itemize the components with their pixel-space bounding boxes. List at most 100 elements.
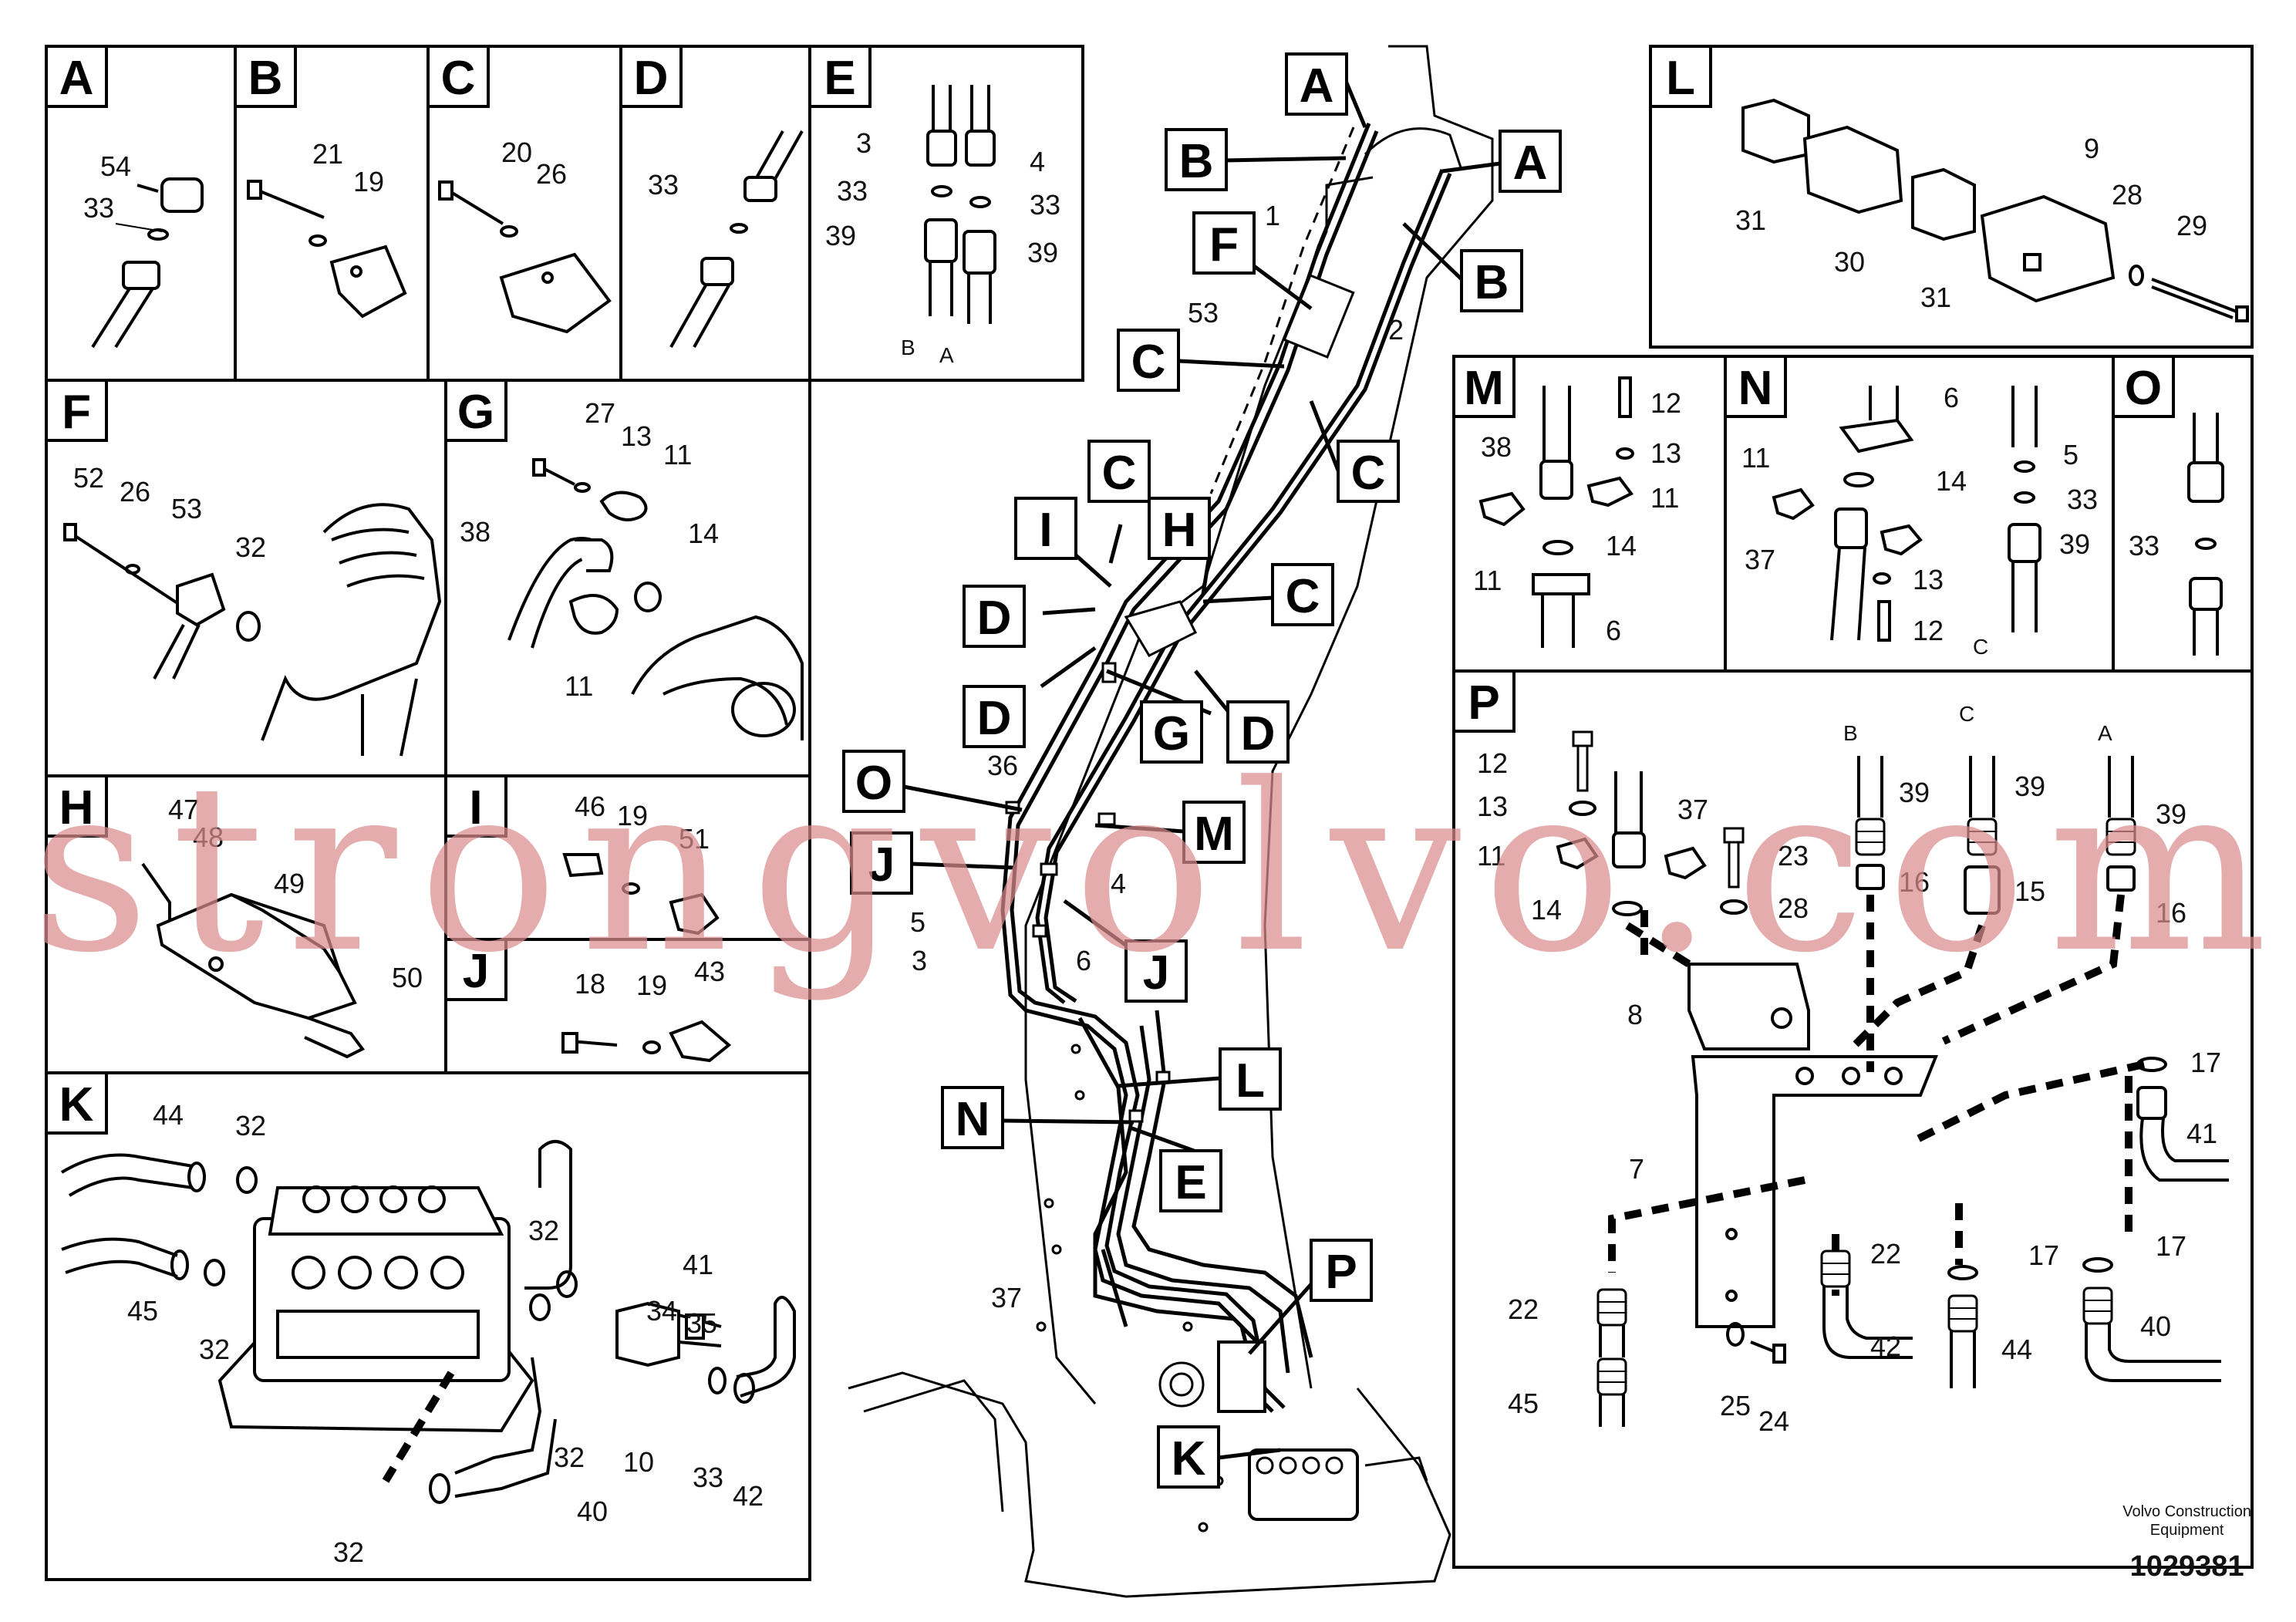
callout-e-6: 39: [1027, 237, 1058, 268]
marker-d-1: D: [963, 585, 1026, 648]
svg-text:J: J: [1143, 946, 1169, 1000]
svg-text:D: D: [977, 592, 1012, 645]
line-tag-n-c: C: [1973, 635, 1988, 659]
svg-text:G: G: [457, 386, 494, 439]
callout-n-9: 39: [2059, 528, 2090, 560]
callout-k-6: 41: [683, 1249, 713, 1280]
drawing-footer: Volvo Construction Equipment 1029381: [2122, 1502, 2251, 1583]
svg-text:C: C: [1102, 447, 1137, 500]
callout-k-14: 32: [333, 1536, 364, 1568]
marker-b-2: B: [1460, 249, 1523, 312]
callout-n-4: 37: [1745, 544, 1775, 575]
view-label-a: A: [45, 45, 108, 108]
callout-e-4: 33: [1030, 189, 1060, 221]
callout-l-3: 29: [2176, 210, 2207, 241]
callout-p-9: 39: [1899, 777, 1930, 808]
main-callout-6: 6: [1076, 945, 1091, 976]
marker-c-3: C: [1087, 440, 1151, 503]
callout-k-1: 44: [153, 1099, 184, 1131]
callout-j-1: 18: [575, 968, 605, 1000]
callout-p-7: 28: [1778, 892, 1809, 924]
line-tag-p-b: B: [1843, 721, 1858, 745]
marker-f: F: [1192, 211, 1256, 275]
drawing-number: 1029381: [2129, 1550, 2244, 1583]
svg-text:A: A: [1300, 59, 1334, 113]
callout-e-2: 4: [1030, 146, 1045, 177]
callout-p-27: 45: [1508, 1388, 1539, 1419]
callout-p-25: 25: [1720, 1390, 1751, 1421]
callout-g-6: 11: [565, 670, 593, 702]
callout-k-9: 32: [554, 1442, 585, 1473]
callout-m-1: 12: [1650, 387, 1681, 419]
callout-c-2: 26: [536, 158, 567, 190]
view-label-b: B: [234, 45, 297, 108]
callout-k-5: 32: [528, 1215, 559, 1246]
svg-text:C: C: [1351, 447, 1386, 500]
callout-f-3: 53: [171, 493, 202, 524]
main-view-markers: A B A B F C C C I H C D D G D O M J J L …: [842, 52, 1562, 1489]
callout-e-3: 33: [837, 175, 868, 207]
callout-p-6: 23: [1778, 840, 1809, 872]
svg-text:G: G: [1153, 707, 1190, 760]
callout-m-4: 11: [1650, 482, 1679, 514]
detail-b: [247, 180, 407, 319]
detail-p: [1556, 730, 2229, 1427]
view-label-l: L: [1649, 45, 1712, 108]
svg-text:D: D: [977, 692, 1012, 745]
callout-p-10: 16: [1899, 866, 1930, 898]
marker-c-1: C: [1117, 329, 1180, 392]
svg-text:E: E: [1175, 1156, 1206, 1209]
callout-b-2: 19: [353, 166, 384, 197]
callout-l-4: 31: [1735, 204, 1766, 236]
marker-i: I: [1014, 497, 1077, 560]
detail-f: [63, 503, 442, 757]
main-callout-3: 3: [912, 945, 927, 976]
callout-n-6: 12: [1913, 615, 1944, 646]
callout-o-1: 33: [2129, 530, 2159, 561]
svg-text:N: N: [956, 1093, 990, 1146]
callout-j-2: 19: [636, 969, 667, 1001]
svg-text:M: M: [1194, 808, 1234, 861]
callout-h-1: 47: [168, 794, 199, 825]
detail-n: [1772, 386, 2041, 642]
main-callout-53: 53: [1188, 297, 1219, 329]
callout-m-7: 6: [1606, 615, 1621, 646]
svg-text:D: D: [634, 52, 669, 105]
callout-n-1: 6: [1944, 382, 1959, 413]
callout-k-12: 42: [733, 1480, 764, 1512]
callout-p-5: 37: [1677, 794, 1708, 825]
main-callout-37: 37: [991, 1282, 1022, 1313]
marker-d-3: D: [1226, 700, 1290, 764]
callout-p-3: 11: [1477, 840, 1505, 872]
detail-k: [60, 1140, 796, 1504]
callout-k-4: 32: [199, 1334, 230, 1365]
detail-d: [669, 130, 804, 348]
callout-j-3: 43: [694, 956, 725, 987]
callout-n-8: 33: [2067, 484, 2098, 515]
marker-d-2: D: [963, 685, 1026, 748]
callout-p-14: 16: [2156, 897, 2186, 929]
svg-text:P: P: [1325, 1246, 1357, 1299]
callout-p-15: 17: [2190, 1047, 2221, 1078]
marker-a-1: A: [1285, 52, 1348, 116]
detail-i: [562, 853, 720, 936]
view-label-n: N: [1724, 355, 1787, 418]
callout-n-5: 13: [1913, 564, 1944, 595]
svg-text:A: A: [1513, 137, 1548, 190]
callout-p-24: 40: [2140, 1310, 2171, 1342]
view-label-f: F: [45, 379, 108, 442]
callout-p-26: 24: [1758, 1405, 1789, 1437]
svg-text:L: L: [1666, 52, 1695, 105]
svg-text:N: N: [1738, 362, 1773, 415]
view-label-m: M: [1452, 355, 1515, 418]
main-callout-5: 5: [910, 906, 925, 938]
svg-text:H: H: [1162, 504, 1197, 557]
svg-text:D: D: [1241, 707, 1276, 760]
svg-text:P: P: [1468, 676, 1499, 730]
callout-k-3: 45: [127, 1295, 158, 1327]
callout-c-1: 20: [501, 137, 532, 168]
svg-text:C: C: [1131, 336, 1166, 389]
callout-p-23: 44: [2001, 1334, 2032, 1365]
callout-l-5: 30: [1834, 246, 1865, 278]
svg-text:O: O: [855, 757, 892, 810]
